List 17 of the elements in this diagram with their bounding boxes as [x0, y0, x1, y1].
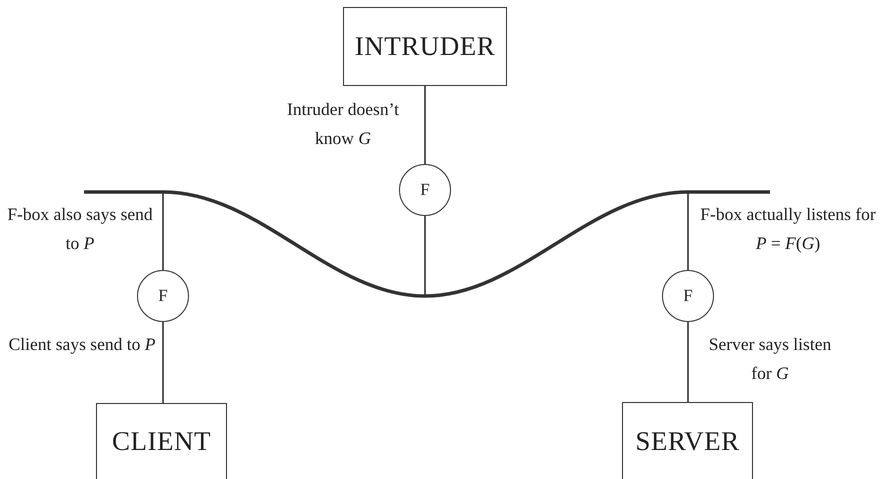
edge-label: F-box actually listens for P = F(G): [699, 203, 877, 255]
connector-line: [424, 216, 426, 296]
entity-box: SERVER: [622, 402, 753, 479]
filter-circle: F: [137, 270, 189, 322]
connector-line: [687, 322, 689, 402]
connector-line: [424, 86, 426, 164]
filter-circle: F: [399, 164, 451, 216]
connector-line: [162, 192, 164, 270]
edge-label: F-box also says send to P: [6, 203, 154, 255]
connector-line: [162, 322, 164, 403]
entity-box: INTRUDER: [343, 7, 507, 86]
filter-circle: F: [662, 270, 714, 322]
connector-line: [687, 192, 689, 270]
entity-box: CLIENT: [96, 403, 227, 479]
edge-label: Server says listen for G: [708, 333, 832, 385]
edge-label: Intruder doesn’t know G: [286, 98, 400, 150]
edge-label: Client says send to P: [8, 333, 156, 356]
